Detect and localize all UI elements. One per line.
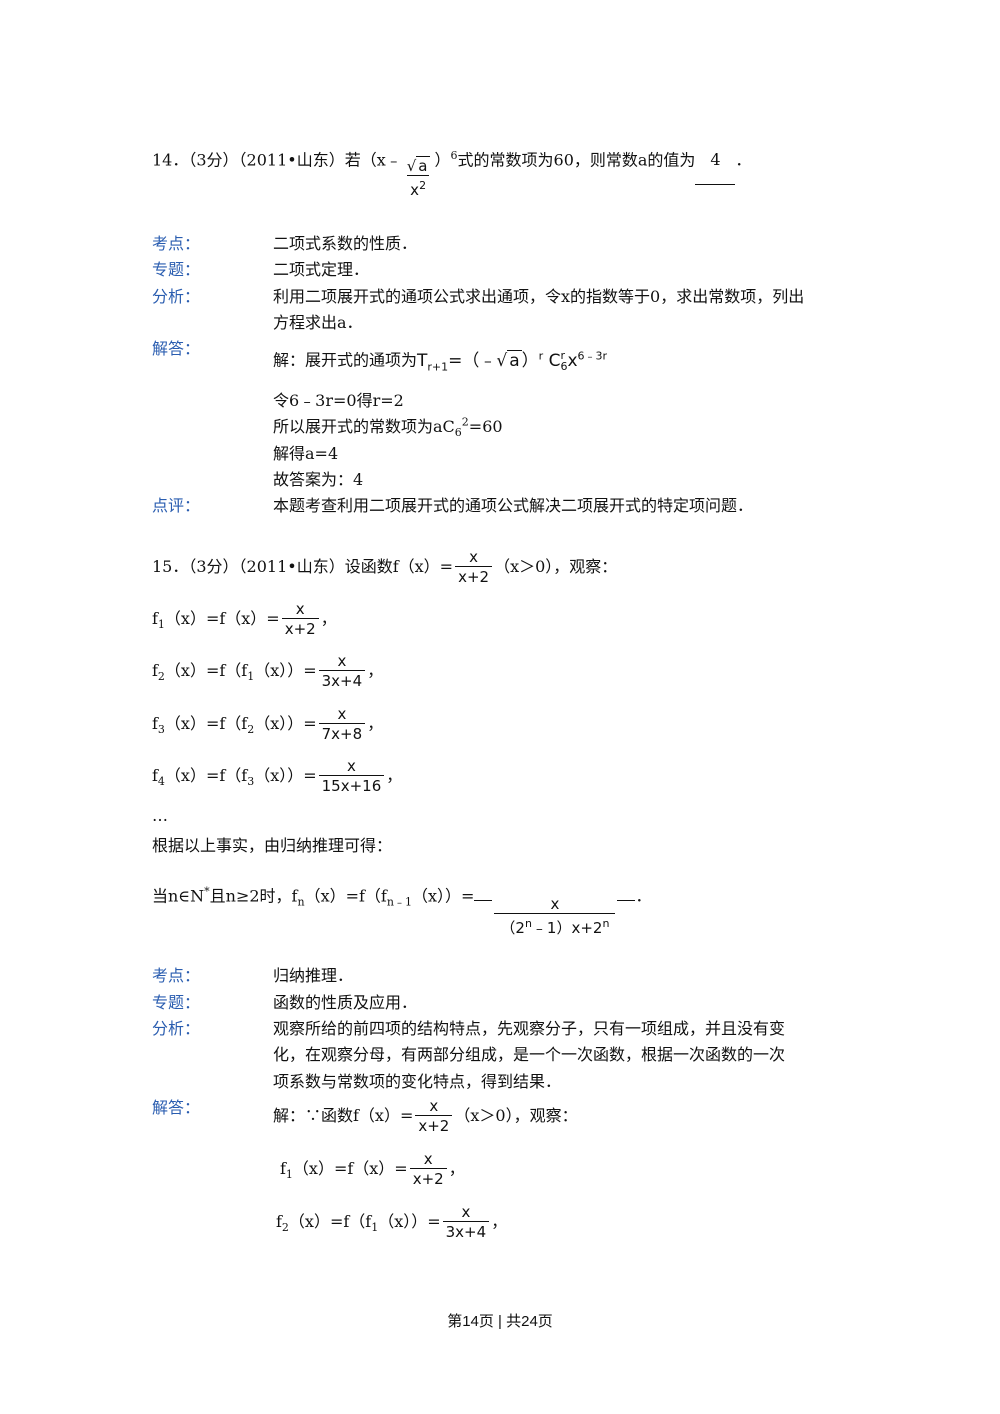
q15-kaodian: 归纳推理． (273, 966, 354, 985)
q15-kaodian-label: 考点： (152, 966, 201, 985)
q15-guina: 根据以上事实，由归纳推理可得： (152, 836, 393, 855)
q14-jie-line5: 故答案为：4 (273, 470, 364, 489)
q14-kaodian: 二项式系数的性质． (273, 234, 418, 253)
q14-jie-line3: 所以展开式的常数项为aC62=60 (273, 415, 503, 440)
q14-head: 14．（3分）（2011•山东）若（x﹣ (152, 150, 402, 170)
q15-fenxi-line1: 观察所给的前四项的结构特点，先观察分子，只有一项组成，并且没有变 (273, 1019, 786, 1038)
q14-dianping: 本题考查利用二项展开式的通项公式解决二项展开式的特定项问题． (273, 496, 754, 515)
q14-tail-exp: 6 (450, 149, 458, 162)
q15-answer: x（2n﹣1）x+2n (494, 895, 616, 938)
q14-end: ． (735, 150, 752, 170)
q15-jieda-label: 解答： (152, 1098, 201, 1117)
q14-frac-num: a (416, 156, 430, 176)
q14-frac-den-exp: 2 (419, 179, 427, 193)
q15-zhuanti-label: 专题： (152, 993, 201, 1012)
q14-tail: 式的常数项为60，则常数a的值为 (457, 150, 696, 170)
q14-frac-den: x (410, 181, 420, 200)
q14-answer: 4 (695, 136, 736, 186)
q15-general-term: 当n∈N*且n≥2时，fn（x）=f（fn﹣1（x））=x（2n﹣1）x+2n． (152, 885, 652, 938)
q14-dianping-label: 点评： (152, 496, 201, 515)
q14-fenxi-line2: 方程求出a． (273, 313, 363, 332)
q14-fenxi-line1: 利用二项展开式的通项公式求出通项，令x的指数等于0，求出常数项，列出 (273, 287, 805, 306)
q14-fenxi-label: 分析： (152, 287, 201, 306)
q14-jie-line2: 令6﹣3r=0得r=2 (273, 391, 404, 410)
q15-zhuanti: 函数的性质及应用． (273, 993, 418, 1012)
q14-jieda-label: 解答： (152, 339, 201, 358)
q14-zhuanti: 二项式定理． (273, 260, 370, 279)
q15-fenxi-label: 分析： (152, 1019, 201, 1038)
q14-kaodian-label: 考点： (152, 234, 201, 253)
q15-dots: … (152, 806, 168, 825)
q14-jie-line4: 解得a=4 (273, 444, 339, 463)
q14-tail-pre: ） (434, 150, 451, 170)
q15-fenxi-line3: 项系数与常数项的变化特点，得到结果． (273, 1072, 562, 1091)
q15-fenxi-line2: 化，在观察分母，有两部分组成，是一个一次函数，根据一次函数的一次 (273, 1045, 786, 1064)
q14-zhuanti-label: 专题： (152, 260, 201, 279)
page-footer: 第14页 | 共24页 (447, 1313, 553, 1330)
